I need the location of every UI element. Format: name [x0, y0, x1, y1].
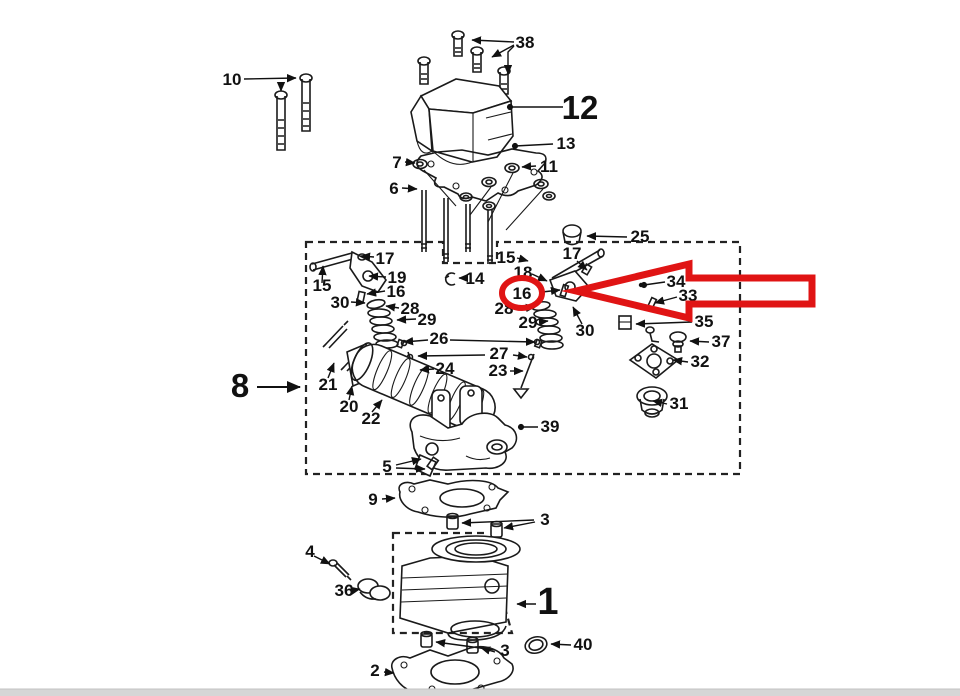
part-label-1: 1: [537, 581, 558, 623]
part-label-25: 25: [631, 227, 650, 246]
part-label-11: 11: [540, 157, 558, 176]
part-label-35: 35: [695, 312, 714, 331]
cylinder-group-box: [391, 531, 514, 635]
part-label-40: 40: [574, 635, 593, 654]
part-label-31: 31: [670, 394, 689, 413]
highlight-arrow: [560, 259, 816, 323]
part-label-28-left: 28: [401, 299, 420, 318]
grommets-drawing: [412, 158, 556, 231]
part-label-15-right: 15: [497, 248, 516, 267]
part-label-12: 12: [562, 89, 599, 126]
part-label-20: 20: [340, 397, 359, 416]
part-label-6: 6: [389, 179, 398, 198]
part-label-7: 7: [392, 153, 401, 172]
part-label-3-lower: 3: [500, 641, 509, 660]
cylinder-drawing: [399, 535, 521, 641]
part-label-22: 22: [362, 409, 381, 428]
part-label-39: 39: [541, 417, 560, 436]
part-label-23: 23: [489, 361, 508, 380]
head-studs-drawing: [401, 157, 537, 264]
highlight-circle: [499, 275, 545, 311]
bottom-page-strip: [0, 689, 960, 696]
head-gasket-drawing: [398, 479, 510, 518]
part-label-21: 21: [319, 375, 338, 394]
part-label-16-left: 16: [387, 282, 406, 301]
part-label-38: 38: [516, 33, 535, 52]
clip-drawing: [444, 272, 469, 286]
part-label-3-upper: 3: [540, 510, 549, 529]
head-dowel-drawing: [395, 457, 426, 473]
part-label-4: 4: [305, 542, 315, 561]
part-label-24: 24: [436, 359, 455, 378]
cover-gasket-drawing: [416, 148, 547, 202]
long-stud-bolts-drawing: [243, 73, 313, 151]
part-label-36: 36: [335, 581, 354, 600]
part-label-2: 2: [370, 661, 379, 680]
cylinder-head-group-box: [304, 240, 742, 476]
valve-cover-drawing: [410, 78, 514, 165]
leader-lines: [257, 103, 710, 677]
part-label-19: 19: [388, 268, 407, 287]
sensor-bolt-drawing: [328, 559, 391, 601]
part-label-33: 33: [679, 286, 698, 305]
part-label-27: 27: [490, 344, 509, 363]
highlight-annotations: [499, 259, 816, 323]
part-label-10: 10: [223, 70, 242, 89]
part-label-32: 32: [691, 352, 710, 371]
part-label-29-left: 29: [418, 310, 437, 329]
part-label-17-left: 17: [376, 249, 395, 268]
part-label-26: 26: [430, 329, 449, 348]
left-valve-spring-drawing: [366, 298, 405, 349]
part-label-15-left: 15: [313, 276, 332, 295]
base-gasket-drawing: [390, 645, 514, 695]
part-label-30-right: 30: [576, 321, 595, 340]
part-label-16-highlighted: 16: [513, 284, 532, 303]
part-label-29-right: 29: [519, 313, 538, 332]
part-label-17-right: 17: [563, 244, 582, 263]
part-label-14: 14: [466, 269, 485, 288]
cam-end-cap-drawing: [562, 224, 628, 246]
lower-dowel-pins-drawing: [420, 630, 548, 655]
part-label-8: 8: [231, 367, 249, 404]
part-label-13: 13: [557, 134, 576, 153]
part-label-5: 5: [382, 457, 391, 476]
part-label-30-left: 30: [331, 293, 350, 312]
part-label-34: 34: [667, 272, 686, 291]
part-label-37: 37: [712, 332, 731, 351]
part-label-9: 9: [368, 490, 377, 509]
